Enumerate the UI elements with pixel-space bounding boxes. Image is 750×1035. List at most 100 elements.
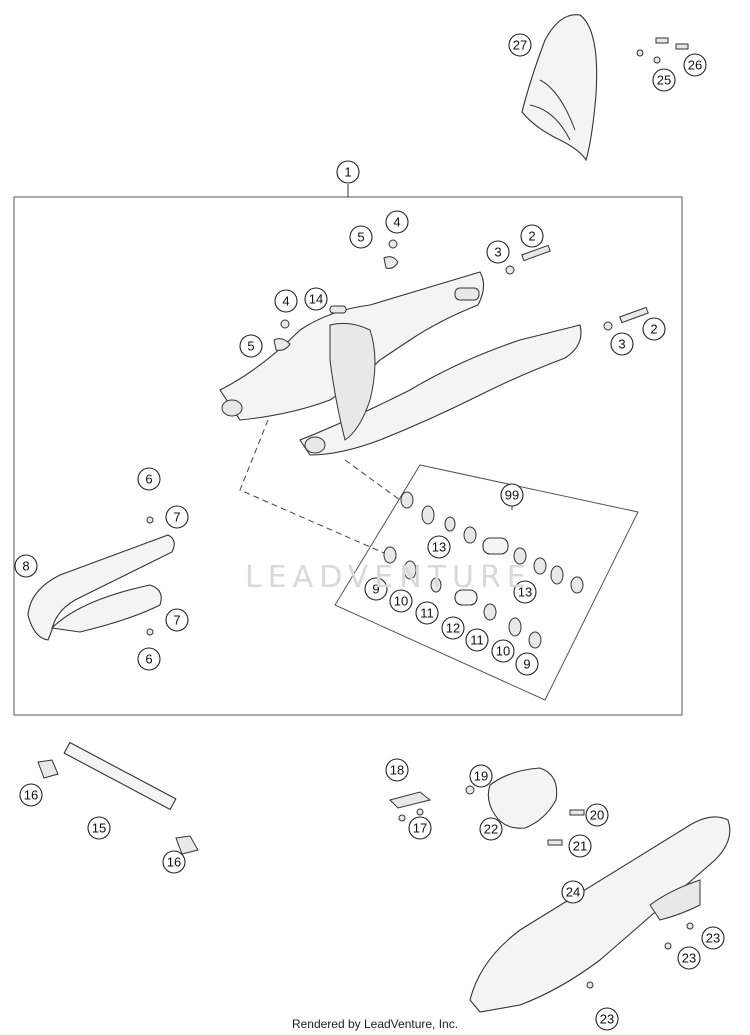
callout-circle <box>508 33 532 57</box>
callout-18: 18 <box>385 758 409 782</box>
callout-11: 11 <box>465 628 489 652</box>
callout-11: 11 <box>415 601 439 625</box>
callout-circle <box>385 210 409 234</box>
callout-26: 26 <box>683 53 707 77</box>
callout-circle <box>469 764 493 788</box>
callout-label: 23 <box>682 951 696 966</box>
callout-23: 23 <box>677 946 701 970</box>
callout-label: 7 <box>173 510 180 525</box>
assembly-frame <box>13 196 683 716</box>
callout-circle <box>561 880 585 904</box>
callout-1: 1 <box>336 160 360 184</box>
part-25-26-bolts <box>636 37 689 64</box>
callout-25: 25 <box>652 68 676 92</box>
callout-label: 2 <box>650 322 657 337</box>
callout-circle <box>274 289 298 313</box>
callout-circle <box>515 652 539 676</box>
callout-label: 16 <box>24 788 38 803</box>
callout-circle <box>408 816 432 840</box>
callout-circle <box>14 554 38 578</box>
callout-circle <box>683 53 707 77</box>
callout-circle <box>349 225 373 249</box>
callout-label: 26 <box>688 58 702 73</box>
part-99-bearings <box>383 491 584 649</box>
callout-circle <box>165 608 189 632</box>
callout-label: 8 <box>22 559 29 574</box>
callout-label: 17 <box>413 821 427 836</box>
callout-label: 24 <box>566 885 580 900</box>
part-8-chain-slider <box>27 516 175 641</box>
callout-7: 7 <box>165 608 189 632</box>
callout-circle <box>500 483 524 507</box>
callout-circle <box>610 332 634 356</box>
callout-5: 5 <box>349 225 373 249</box>
callout-label: 13 <box>432 540 446 555</box>
callout-12: 12 <box>441 616 465 640</box>
callout-label: 4 <box>282 294 289 309</box>
callout-circle <box>486 240 510 264</box>
callout-2: 2 <box>520 224 544 248</box>
part-15-16-axle <box>37 741 199 855</box>
callout-10: 10 <box>491 639 515 663</box>
callout-9: 9 <box>364 577 388 601</box>
callout-label: 12 <box>446 621 460 636</box>
callout-circle <box>364 577 388 601</box>
part-27-cover <box>521 14 598 162</box>
callout-15: 15 <box>87 816 111 840</box>
callout-label: 27 <box>513 38 527 53</box>
callout-circle <box>491 639 515 663</box>
callout-24: 24 <box>561 880 585 904</box>
callout-8: 8 <box>14 554 38 578</box>
part-22-chain-guide <box>465 767 585 846</box>
callout-10: 10 <box>389 589 413 613</box>
callout-13: 13 <box>427 535 451 559</box>
callout-17: 17 <box>408 816 432 840</box>
callout-circle <box>137 647 161 671</box>
callout-label: 21 <box>573 839 587 854</box>
callout-label: 5 <box>247 339 254 354</box>
callout-circle <box>19 783 43 807</box>
callout-circle <box>415 601 439 625</box>
callout-label: 1 <box>344 165 351 180</box>
part-4-5-14-fasteners <box>273 239 399 351</box>
callout-circle <box>479 817 503 841</box>
callout-4: 4 <box>274 289 298 313</box>
callout-circle <box>239 334 263 358</box>
callout-circle <box>652 68 676 92</box>
callout-label: 19 <box>474 769 488 784</box>
callout-label: 11 <box>470 633 484 648</box>
callout-circle <box>701 926 725 950</box>
callout-circle <box>385 758 409 782</box>
callout-label: 2 <box>528 229 535 244</box>
callout-19: 19 <box>469 764 493 788</box>
callout-label: 3 <box>494 245 501 260</box>
callout-99: 99 <box>500 483 524 507</box>
callout-label: 13 <box>518 585 532 600</box>
callout-label: 9 <box>523 657 530 672</box>
callout-22: 22 <box>479 817 503 841</box>
callout-7: 7 <box>165 505 189 529</box>
callout-3: 3 <box>610 332 634 356</box>
callout-label: 99 <box>505 488 519 503</box>
callout-16: 16 <box>19 783 43 807</box>
callout-circle <box>304 287 328 311</box>
callout-circle <box>336 160 360 184</box>
callout-label: 3 <box>618 337 625 352</box>
callout-2: 2 <box>642 317 666 341</box>
callout-label: 18 <box>390 763 404 778</box>
callout-circle <box>162 850 186 874</box>
callout-label: 10 <box>394 594 408 609</box>
callout-label: 23 <box>706 931 720 946</box>
callout-label: 23 <box>600 1012 614 1027</box>
callout-circle <box>87 816 111 840</box>
callout-23: 23 <box>701 926 725 950</box>
callout-6: 6 <box>137 467 161 491</box>
watermark-text: LEADVENTURE <box>245 560 532 595</box>
callout-label: 4 <box>393 215 400 230</box>
callout-label: 6 <box>145 652 152 667</box>
part-1-swingarm <box>219 271 582 456</box>
callout-6: 6 <box>137 647 161 671</box>
part-99-bearing-kit-frame <box>334 464 639 701</box>
